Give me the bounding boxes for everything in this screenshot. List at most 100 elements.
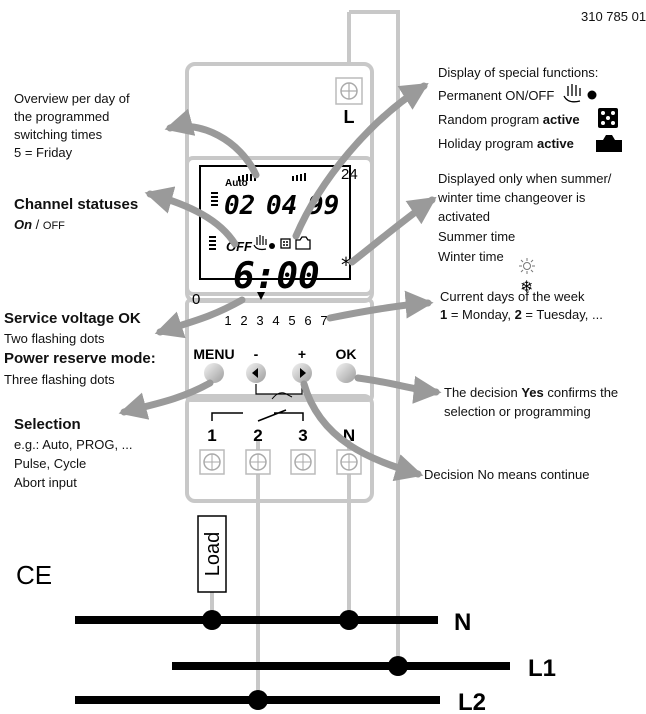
power-reserve-sub: Three flashing dots (4, 372, 115, 387)
line-labels: N L1 L2 (454, 609, 556, 714)
lcd-auto-label: Auto (225, 178, 248, 189)
winter-time-label: Winter time (438, 249, 504, 264)
holiday-program-active: active (537, 136, 574, 151)
minus-label: - (254, 346, 259, 362)
day-7: 7 (320, 313, 327, 328)
line-l2-label: L2 (458, 689, 486, 714)
arrow-service (154, 296, 246, 339)
overview-line-1: Overview per day of (14, 91, 130, 106)
load-label: Load (202, 532, 224, 577)
junction-dots (202, 610, 408, 710)
selection-line-2: Pulse, Cycle (14, 456, 87, 471)
suitcase-icon (596, 135, 622, 152)
lcd-asterisk: * (341, 253, 351, 277)
lcd-dot-icon (269, 243, 275, 249)
overview-line-3: switching times (14, 127, 103, 142)
channel-statuses-title: Channel statuses (14, 196, 139, 213)
load-box (197, 515, 227, 593)
permanent-onoff-label: Permanent ON/OFF (438, 88, 555, 103)
line-n-label: N (454, 609, 471, 636)
lcd-hand-icon (253, 235, 267, 251)
summer-winter-line-2: winter time changeover is (438, 190, 586, 205)
channel-on: On (14, 217, 33, 232)
random-program-label: Random program active (438, 111, 580, 128)
plus-label: + (298, 346, 306, 362)
random-program-active: active (542, 112, 580, 127)
supply-lines (75, 616, 510, 704)
terminal-1-label: 1 (207, 426, 216, 445)
arrow-weekdays (326, 290, 434, 322)
menu-button[interactable] (204, 363, 224, 383)
selection-line-1: e.g.: Auto, PROG, ... (14, 437, 133, 452)
housing-terminals (185, 394, 374, 503)
weekday-2: 2 (514, 307, 522, 322)
lcd-day: 02 (224, 191, 255, 221)
overview-line-2: the programmed (14, 109, 110, 124)
hand-press-icon (271, 392, 293, 400)
summer-winter-line-1: Displayed only when summer/ (438, 171, 612, 186)
decision-no-label: Decision No means continue (424, 467, 590, 482)
selection-line-3: Abort input (14, 475, 77, 490)
service-voltage-sub: Two flashing dots (4, 331, 105, 346)
lcd-suitcase-icon (295, 236, 311, 250)
day-1: 1 (224, 313, 231, 328)
service-voltage-title: Service voltage OK (4, 310, 141, 327)
weekday-2-text: = Tuesday, ... (521, 307, 603, 322)
right-triangle-icon (300, 368, 306, 378)
weekday-1: 1 (440, 307, 448, 322)
weekday-1-text: = Monday, (447, 307, 515, 322)
terminal-screws (199, 449, 362, 475)
arrow-selection (118, 379, 214, 420)
ok-button[interactable] (336, 363, 356, 383)
lcd-dice-icon (280, 238, 291, 249)
arrow-channel (144, 186, 239, 248)
terminal-2-label: 2 (253, 426, 262, 445)
special-function-icons: ❄ (519, 84, 622, 296)
wire-l1 (349, 10, 400, 665)
day-4: 4 (272, 313, 279, 328)
housing-buttons (185, 298, 374, 402)
random-program-text: Random program (438, 112, 543, 127)
decision-yes-word: Yes (521, 385, 544, 400)
day-3: 3 (256, 313, 263, 328)
dot-icon (587, 90, 597, 100)
arrow-summer-winter (348, 196, 437, 266)
snowflake-icon: ❄ (520, 277, 533, 296)
button-labels: MENU - + OK (193, 346, 356, 362)
decision-yes-pre: The decision (444, 385, 522, 400)
weekdays-line-1: Current days of the week (440, 289, 585, 304)
menu-label: MENU (193, 346, 234, 362)
scale-zero: 0 (192, 291, 200, 308)
ce-mark: CE (16, 560, 52, 590)
arrow-overview (164, 108, 260, 179)
day-5: 5 (288, 313, 295, 328)
arrow-decision-no (300, 380, 424, 482)
power-reserve-title: Power reserve mode: (4, 350, 156, 367)
arrow-special (292, 82, 429, 240)
decision-yes-line-2: selection or programming (444, 404, 591, 419)
holiday-program-text: Holiday program (438, 136, 537, 151)
selection-title: Selection (14, 416, 81, 433)
day-2: 2 (240, 313, 247, 328)
lcd-month: 04 (266, 191, 297, 221)
channel-separator: / (32, 217, 43, 232)
document-number: 310 785 01 (581, 9, 646, 24)
arrow-decision-yes (354, 374, 442, 404)
weekdays-line-2: 1 = Monday, 2 = Tuesday, ... (440, 306, 603, 323)
sun-icon (519, 258, 535, 274)
day-6: 6 (304, 313, 311, 328)
left-triangle-icon (252, 368, 258, 378)
relay-contact-symbol (211, 409, 304, 422)
decision-yes-line-1: The decision Yes confirms the (444, 384, 618, 401)
lcd-day-pointer (257, 292, 265, 300)
summer-time-label: Summer time (438, 229, 516, 244)
housing-lcd-frame (185, 156, 374, 296)
decision-yes-post: confirms the (543, 385, 619, 400)
ok-label: OK (336, 346, 357, 362)
summer-winter-line-3: activated (438, 209, 491, 224)
terminal-l-label: L (344, 107, 355, 127)
holiday-program-label: Holiday program active (438, 135, 574, 152)
terminal-3-label: 3 (298, 426, 307, 445)
